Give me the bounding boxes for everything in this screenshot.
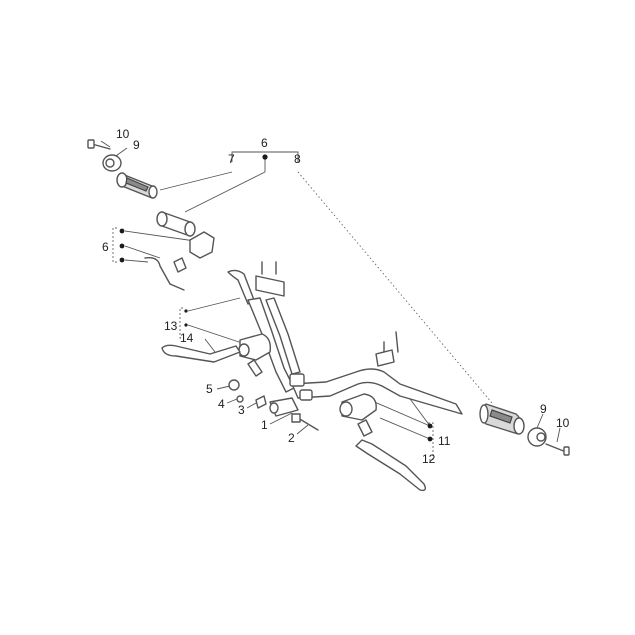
leader-lines [100, 140, 561, 461]
grip-left-patterned [116, 172, 158, 199]
mount-bolt [291, 413, 319, 431]
leader-6a [124, 230, 196, 242]
callout-4: 4 [218, 397, 225, 411]
bracket-11-12 [428, 422, 434, 461]
right-brake-lever [355, 439, 427, 492]
callout-6-top: 6 [261, 136, 268, 150]
dot-6b [119, 243, 125, 249]
callout-numbers: 10 9 6 7 8 6 13 14 5 4 3 1 2 11 12 9 10 [102, 127, 570, 466]
callout-9-right: 9 [540, 402, 547, 416]
leader-11a [369, 399, 431, 427]
end-screw-right [545, 443, 570, 456]
leader-4 [226, 398, 238, 404]
reference-dots [119, 154, 433, 442]
callout-7: 7 [228, 152, 235, 166]
callout-11: 11 [438, 434, 451, 448]
leader-6-top-to-grip [184, 171, 266, 213]
throttle-cable-elbow [144, 256, 185, 291]
callout-14: 14 [180, 331, 194, 345]
callout-10-left: 10 [116, 127, 130, 141]
end-screw-left [87, 139, 111, 150]
grip-right-patterned [479, 403, 525, 435]
leader-9-right [536, 413, 544, 429]
leader-10-right [556, 427, 561, 443]
callout-13: 13 [164, 319, 178, 333]
leader-6b [124, 245, 161, 259]
leader-2 [296, 424, 309, 435]
leader-1 [269, 412, 293, 425]
callout-10-right: 10 [556, 416, 570, 430]
dot-6-top [262, 154, 268, 160]
callout-3: 3 [238, 403, 245, 417]
grip-left-plain [156, 211, 196, 237]
dot-6c [119, 257, 125, 263]
leader-5 [216, 385, 231, 390]
left-brake-lever [161, 344, 241, 363]
dot-11b [427, 436, 433, 442]
callout-2: 2 [288, 431, 295, 445]
mount-bracket [269, 397, 299, 417]
callout-9-left: 9 [133, 138, 140, 152]
leader-11c [379, 417, 431, 440]
right-clamp-bolts [375, 331, 399, 367]
leader-8 [297, 171, 493, 404]
leader-13b [187, 324, 246, 345]
left-master-cylinder [238, 333, 272, 377]
leader-6c [124, 259, 149, 263]
bar-end-weight-right [527, 427, 547, 447]
bracket-6-left [112, 227, 117, 263]
dot-13a [184, 309, 188, 313]
callout-12: 12 [422, 452, 436, 466]
leader-7 [159, 171, 233, 191]
callout-5: 5 [206, 382, 213, 396]
handlebar-frame [247, 297, 463, 415]
callout-1: 1 [261, 418, 268, 432]
handlebar-left-tube [227, 261, 285, 305]
dot-6a [119, 228, 125, 234]
callout-8: 8 [294, 152, 301, 166]
leader-10-left [100, 140, 111, 148]
leader-14 [204, 338, 216, 353]
right-master-cylinder [339, 393, 377, 437]
callout-6-left: 6 [102, 240, 109, 254]
lever-pivot-parts [228, 379, 267, 409]
dot-13b [184, 323, 188, 327]
leader-bracket-7-8 [231, 151, 299, 162]
throttle-housing [173, 231, 215, 273]
bar-end-weight-left [102, 154, 122, 172]
bracket-13 [179, 307, 183, 339]
dot-11a [427, 423, 433, 429]
leader-13a [187, 297, 241, 312]
